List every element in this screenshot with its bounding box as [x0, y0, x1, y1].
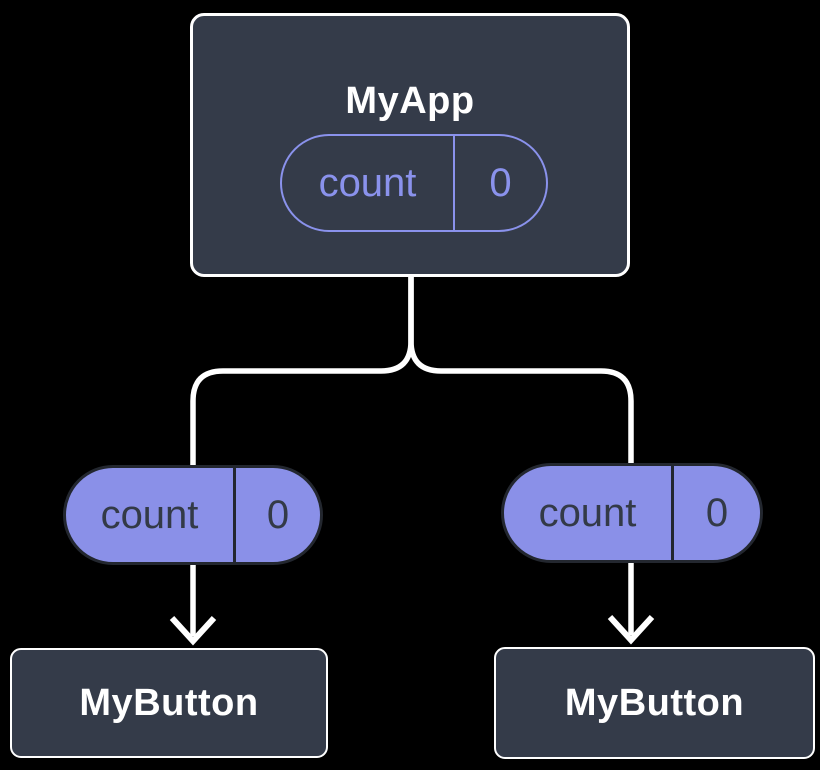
state-value-label: 0	[705, 491, 729, 535]
child-node-label: MyButton	[79, 682, 259, 724]
root-node-label: MyApp	[345, 80, 475, 122]
child-node-label: MyButton	[564, 682, 745, 724]
state-value-label: 0	[489, 161, 512, 205]
state-name-label: count	[504, 466, 674, 560]
state-value-label: 0	[266, 493, 290, 537]
state-name-label: count	[66, 468, 236, 562]
down-arrow-icon	[607, 563, 655, 645]
branch-connector-left	[190, 276, 414, 466]
child-node-mybutton-left: MyButton	[10, 648, 328, 758]
state-name-label: count	[282, 136, 455, 230]
root-state-pill: count 0	[280, 134, 548, 232]
branch-connector-right	[408, 276, 634, 465]
root-node-myapp: MyApp count 0	[190, 13, 630, 277]
passed-prop-pill-left: count 0	[63, 465, 323, 565]
down-arrow-icon	[169, 564, 217, 646]
child-node-mybutton-right: MyButton	[494, 647, 815, 759]
passed-prop-pill-right: count 0	[501, 463, 763, 563]
